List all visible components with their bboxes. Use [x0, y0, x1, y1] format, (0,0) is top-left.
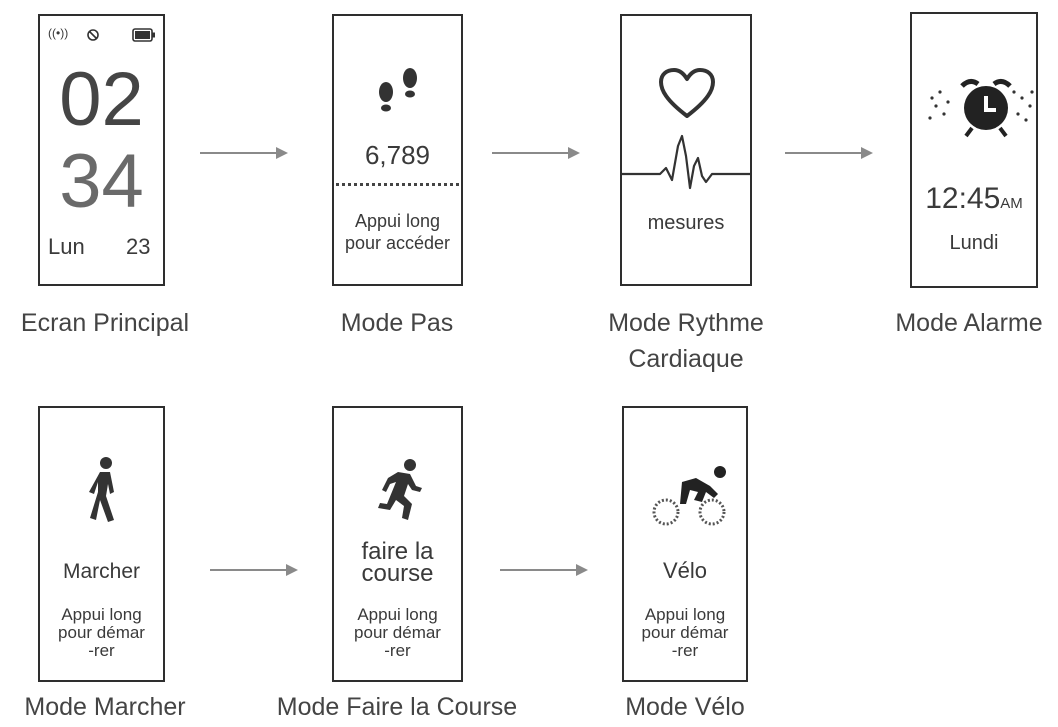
footsteps-icon — [379, 68, 417, 112]
alarm-mode-screen: 12:45AM Lundi — [910, 12, 1038, 288]
battery-icon — [132, 28, 155, 42]
running-person-icon — [378, 459, 422, 520]
walk-hint-line3: -rer — [88, 641, 115, 660]
main-screen: ((•)) 02 34 Lun 23 — [38, 14, 165, 286]
run-hint-line2: pour démar — [354, 623, 441, 642]
bike-hint-line1: Appui long — [644, 605, 726, 624]
caption-bike-mode: Mode Vélo — [625, 693, 745, 721]
heart-mode-screen: mesures — [620, 14, 752, 286]
caption-heart-mode-line2: Cardiaque — [628, 345, 744, 373]
run-label-line1: faire la — [361, 538, 434, 565]
walking-person-icon — [89, 457, 114, 522]
alarm-clock-icon — [928, 78, 1034, 138]
walk-hint-line1: Appui long — [61, 605, 142, 624]
walk-label: Marcher — [62, 560, 141, 583]
day-of-month: 23 — [126, 234, 151, 259]
weekday: Lun — [48, 234, 85, 259]
step-hint-line1: Appui long — [354, 211, 441, 231]
walk-hint-line2: pour démar — [58, 623, 145, 642]
caption-run-mode: Mode Faire la Course — [276, 693, 518, 721]
arrow-2 — [492, 147, 580, 159]
bike-mode-screen: Vélo Appui long pour démar -rer — [622, 406, 748, 682]
cyclist-icon — [652, 466, 726, 526]
bike-hint-line2: pour démar — [641, 623, 729, 642]
alarm-ampm: AM — [1000, 195, 1023, 212]
heart-label: mesures — [647, 212, 725, 234]
dotted-divider — [336, 183, 459, 186]
arrow-3 — [785, 147, 873, 159]
run-hint-line1: Appui long — [357, 605, 438, 624]
run-label-line2: course — [361, 560, 434, 587]
caption-heart-mode-line1: Mode Rythme — [608, 309, 764, 337]
caption-walk-mode: Mode Marcher — [24, 693, 186, 721]
alarm-time-value: 12:45 — [925, 182, 1001, 215]
vibration-icon: ((•)) — [48, 26, 69, 40]
clock-hour: 02 — [59, 57, 144, 142]
run-mode-screen: faire la course Appui long pour démar -r… — [332, 406, 463, 682]
caption-main-screen: Ecran Principal — [20, 309, 190, 337]
do-not-disturb-icon — [87, 29, 99, 41]
arrow-1 — [200, 147, 288, 159]
step-count: 6,789 — [364, 140, 431, 170]
arrow-5 — [500, 564, 588, 576]
walk-mode-screen: Marcher Appui long pour démar -rer — [38, 406, 165, 682]
run-hint-line3: -rer — [384, 641, 411, 660]
arrow-4 — [210, 564, 298, 576]
bike-hint-line3: -rer — [671, 641, 699, 660]
alarm-day: Lundi — [949, 232, 999, 254]
step-mode-screen: 6,789 Appui long pour accéder — [332, 14, 463, 286]
heartbeat-waveform — [622, 134, 750, 190]
step-hint-line2: pour accéder — [344, 233, 451, 253]
clock-minute: 34 — [40, 142, 163, 222]
heart-icon — [659, 68, 715, 118]
alarm-time: 12:45AM — [912, 182, 1036, 216]
caption-step-mode: Mode Pas — [340, 309, 454, 337]
caption-alarm-mode: Mode Alarme — [895, 309, 1043, 337]
bike-label: Vélo — [662, 558, 708, 583]
